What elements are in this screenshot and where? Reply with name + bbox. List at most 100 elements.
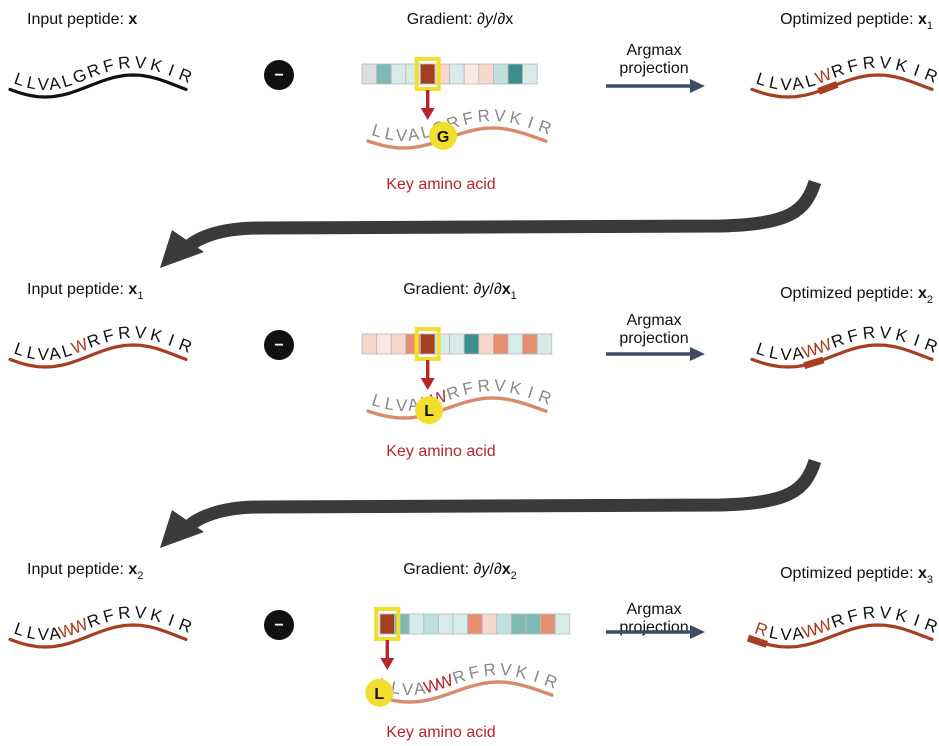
input-peptide-residue: V — [134, 53, 148, 73]
gradient-heatbar — [361, 57, 538, 91]
gradient-peptide-residue: I — [531, 667, 541, 687]
optimized-peptide-label-sub: 2 — [927, 294, 933, 306]
input-peptide-residue: R — [176, 615, 194, 637]
gradient-cell — [452, 613, 469, 635]
optimized-peptide-residue: W — [813, 615, 835, 638]
gradient-label-part: ∂ — [473, 561, 481, 578]
input-peptide-residue: F — [101, 325, 116, 346]
optimized-peptide-residue: W — [813, 65, 835, 88]
selected-cell — [421, 335, 434, 353]
gradient-label-part: /∂ — [493, 11, 505, 28]
input-peptide-label: Input peptide: x2 — [27, 561, 143, 582]
optimized-peptide-residue: A — [791, 73, 806, 94]
input-peptide-label-text: Input peptide: — [27, 561, 128, 578]
gradient-heatbar — [361, 327, 553, 361]
gradient-label-part: x — [505, 11, 513, 28]
flow-arrow-row2-to-row3 — [160, 458, 822, 548]
gradient-label-part: y — [480, 561, 490, 578]
gradient-cell — [540, 613, 556, 635]
optimized-peptide-residue: R — [862, 53, 876, 73]
input-peptide-residue: A — [48, 623, 63, 644]
optimized-peptide-residue: R — [829, 610, 847, 632]
optimized-peptide-residue: L — [754, 339, 769, 360]
gradient-label-part: x — [502, 281, 511, 298]
input-peptide-residue: W — [69, 615, 91, 639]
input-peptide-label-var: x — [128, 561, 137, 578]
gradient-label-part: ∂ — [477, 11, 485, 28]
key-arrow-head — [380, 658, 395, 670]
gradient-heatbar — [374, 607, 571, 641]
input-peptide-residue: R — [117, 323, 131, 343]
flow-arrow-head — [160, 510, 204, 548]
gradient-peptide-residue: W — [434, 670, 455, 693]
optimized-peptide-residue: R — [922, 65, 939, 87]
gradient-cell — [467, 613, 483, 635]
gradient-peptide-residue: R — [450, 666, 468, 688]
gradient-cell — [408, 613, 425, 635]
selected-cell-highlight — [414, 327, 441, 361]
gradient-cell — [536, 333, 553, 355]
gradient-peptide-residue: K — [508, 378, 524, 399]
gradient-peptide-residue: V — [402, 680, 415, 699]
gradient-peptide-residue: I — [525, 383, 535, 403]
optimized-peptide-residue: R — [753, 619, 771, 641]
flow-arrow-row1-to-row2 — [160, 179, 822, 268]
optimized-peptide-residue: L — [767, 623, 780, 644]
gradient-cell — [510, 613, 527, 635]
input-peptide-strand — [8, 73, 188, 99]
input-peptide-residue: L — [12, 339, 27, 360]
input-peptide-residue: K — [148, 55, 164, 76]
input-peptide-residue: V — [37, 345, 50, 364]
input-peptide-residue: L — [12, 69, 27, 90]
gradient-label: Gradient: ∂y/∂x2 — [403, 561, 517, 582]
key-residue-letter: L — [374, 686, 384, 703]
optimized-peptide-residue: L — [767, 73, 780, 94]
gradient-peptide-residue: L — [370, 120, 385, 141]
gradient-peptide-residue: F — [461, 108, 476, 129]
selected-cell — [381, 615, 394, 633]
argmax-arrow-head — [690, 79, 705, 93]
key-residue-highlight — [429, 121, 458, 150]
input-peptide-residue: W — [56, 619, 77, 642]
gradient-label-part: Gradient: — [407, 11, 477, 28]
argmax-label-line1: Argmax — [626, 312, 681, 329]
key-residue-highlight — [415, 396, 444, 425]
input-peptide-residue: V — [37, 625, 50, 644]
gradient-peptide-residue: A — [412, 678, 427, 698]
optimized-peptide-label-sub: 1 — [927, 20, 933, 32]
flow-arrow-head — [160, 230, 204, 268]
gradient-label: Gradient: ∂y/∂x — [407, 11, 514, 28]
optimized-peptide-residue: V — [879, 53, 893, 73]
input-peptide-label-sub: 2 — [137, 570, 143, 582]
argmax-arrow-head — [690, 347, 705, 361]
input-peptide-residue: L — [25, 343, 38, 364]
gradient-peptide-residue: W — [421, 675, 442, 698]
gradient-peptide-residue: V — [499, 660, 512, 680]
input-peptide-residue: I — [166, 611, 177, 630]
optimized-peptide-residue: A — [791, 343, 806, 364]
gradient-cell — [492, 333, 509, 355]
key-amino-acid-caption: Key amino acid — [386, 443, 495, 460]
optimized-peptide-residue: I — [911, 61, 922, 80]
key-amino-acid-caption: Key amino acid — [386, 176, 495, 193]
input-peptide-residue: W — [69, 335, 91, 359]
optimized-peptide-label: Optimized peptide: x2 — [780, 285, 933, 306]
gradient-label-part: y — [484, 11, 494, 28]
input-peptide-residue: F — [101, 55, 116, 76]
input-peptide-residue: A — [48, 343, 63, 364]
optimized-peptide-label: Optimized peptide: x1 — [780, 11, 933, 32]
optimized-peptide-mutation-marker — [746, 634, 768, 648]
gradient-peptide-residue: V — [396, 126, 409, 145]
input-peptide-label-sub: 1 — [137, 290, 143, 302]
input-peptide-label: Input peptide: x — [27, 11, 137, 28]
gradient-cell — [361, 63, 378, 85]
argmax-label-line1: Argmax — [626, 42, 681, 59]
optimized-peptide-label-text: Optimized peptide: — [780, 565, 918, 582]
gradient-cell — [496, 613, 512, 635]
gradient-peptide-residue: V — [396, 396, 409, 415]
gradient-peptide-residue: R — [483, 660, 497, 680]
argmax-arrow-head — [690, 625, 705, 639]
gradient-peptide-residue: F — [461, 378, 476, 399]
